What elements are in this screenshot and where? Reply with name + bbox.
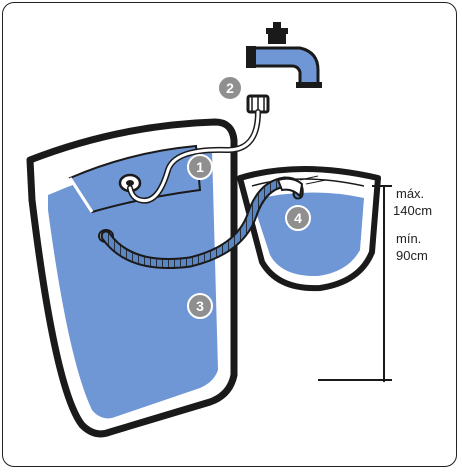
hose-hook bbox=[276, 177, 304, 199]
max-label: máx. bbox=[396, 186, 424, 201]
washing-machine bbox=[26, 118, 238, 438]
svg-text:4: 4 bbox=[294, 210, 302, 226]
drain-hose bbox=[100, 176, 304, 270]
machine-front-panel bbox=[48, 150, 218, 419]
min-label: mín. bbox=[396, 231, 421, 246]
sink bbox=[237, 166, 381, 292]
inlet-hose bbox=[127, 94, 270, 204]
height-scale: máx. 140cm mín. 90cm bbox=[318, 185, 432, 382]
max-value: 140cm bbox=[393, 203, 432, 218]
svg-text:3: 3 bbox=[196, 298, 204, 314]
diagram-frame bbox=[2, 2, 457, 467]
inlet-connector bbox=[118, 173, 142, 193]
svg-text:2: 2 bbox=[226, 80, 234, 96]
callout-2: 2 bbox=[217, 75, 243, 101]
faucet-icon bbox=[246, 22, 322, 88]
callout-3: 3 bbox=[187, 293, 213, 319]
callout-1: 1 bbox=[187, 154, 213, 180]
svg-text:1: 1 bbox=[196, 159, 204, 175]
callout-4: 4 bbox=[285, 205, 311, 231]
min-value: 90cm bbox=[396, 248, 428, 263]
